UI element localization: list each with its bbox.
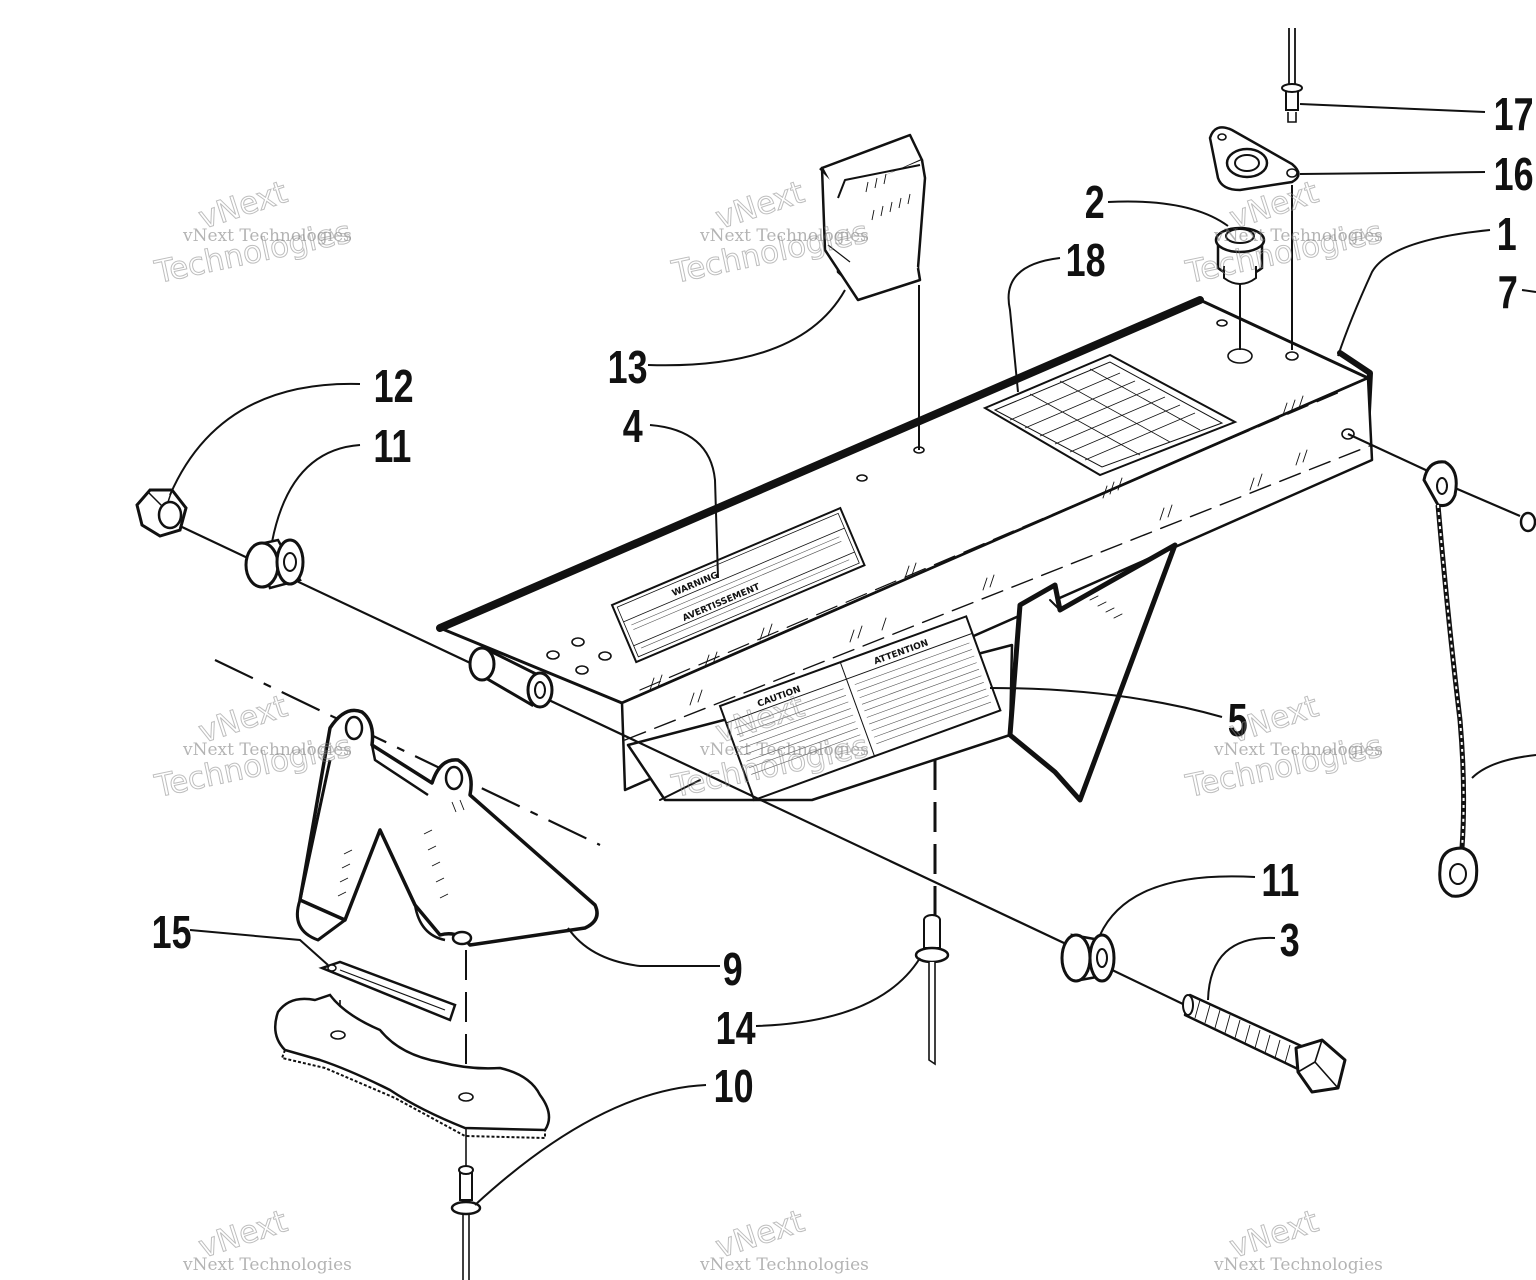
part-11-spacer-b — [1060, 933, 1116, 983]
svg-text:vNext Technologies: vNext Technologies — [1213, 740, 1383, 760]
callout-18: 18 — [1066, 235, 1106, 286]
leader-lines — [169, 103, 1536, 1206]
svg-text:vNext Technologies: vNext Technologies — [182, 1255, 352, 1275]
callout-17: 17 — [1494, 89, 1534, 140]
callout-13: 13 — [608, 342, 648, 393]
decal-caution: CAUTION ATTENTION — [718, 615, 1002, 802]
watermark-3: vNext Technologies vNext Technologies — [1182, 174, 1386, 292]
leader-15 — [189, 929, 329, 966]
svg-text:vNext Technologies: vNext Technologies — [699, 1255, 869, 1275]
watermark-1: vNext Technologies vNext Technologies — [151, 174, 355, 292]
leader-14 — [755, 957, 921, 1027]
watermarks: vNext Technologies vNext Technologies vN… — [151, 174, 1386, 1275]
callout-numbers: 17 16 2 1 7 18 13 4 12 11 5 11 3 9 15 14… — [152, 89, 1534, 1112]
part-10-rivet — [450, 1165, 482, 1280]
part-2-grommet — [1214, 226, 1266, 285]
leader-7 — [1521, 289, 1536, 293]
decal-chart — [982, 353, 1238, 477]
part-3-bolt — [1182, 993, 1347, 1094]
leader-1 — [1337, 229, 1491, 357]
part-16-plate — [1208, 126, 1300, 192]
leader-13 — [647, 289, 846, 367]
callout-5: 5 — [1228, 695, 1248, 746]
part-12-nut — [135, 488, 188, 538]
leader-11b — [1099, 875, 1256, 936]
leader-16 — [1299, 171, 1486, 175]
svg-text:vNext Technologies: vNext Technologies — [182, 740, 352, 760]
leader-3 — [1207, 936, 1276, 1001]
part-11-spacer-a — [244, 538, 305, 590]
frame-weld-marks — [649, 395, 1308, 706]
part-17-rivet — [1281, 28, 1303, 123]
tether-cable — [1422, 460, 1536, 898]
assembly-axis-lines — [181, 185, 1521, 1168]
frame-holes — [546, 319, 1355, 675]
leader-4 — [649, 424, 719, 579]
callout-11-lower: 11 — [1261, 855, 1299, 906]
leader-18 — [1007, 257, 1061, 393]
callout-2: 2 — [1085, 177, 1105, 228]
spacer-tube — [468, 646, 554, 709]
callout-9: 9 — [723, 944, 743, 995]
callout-11-upper: 11 — [373, 421, 411, 472]
leader-2 — [1107, 200, 1229, 227]
floor-section — [273, 993, 551, 1140]
callout-14: 14 — [716, 1003, 756, 1054]
svg-text:vNext Technologies: vNext Technologies — [1213, 226, 1383, 246]
watermark-7: vNext Technologies vNext — [182, 1203, 352, 1275]
callout-7: 7 — [1498, 267, 1518, 318]
callout-12: 12 — [374, 361, 414, 412]
svg-text:vNext Technologies: vNext Technologies — [699, 740, 869, 760]
callout-10: 10 — [714, 1061, 754, 1112]
callout-15: 15 — [152, 907, 192, 958]
part-14-rivet — [914, 914, 950, 1066]
frame-rear-bracket — [1007, 542, 1178, 803]
svg-text:vNext Technologies: vNext Technologies — [1213, 1255, 1383, 1275]
callout-1: 1 — [1497, 209, 1517, 260]
leader-11a — [271, 444, 361, 543]
watermark-9: vNext Technologies vNext — [1213, 1203, 1383, 1275]
leader-12 — [169, 382, 361, 496]
part-9-hitch-bracket — [295, 708, 599, 947]
leader-17 — [1299, 103, 1486, 113]
callout-3: 3 — [1280, 915, 1300, 966]
part-15-strap — [318, 960, 457, 1022]
callout-16: 16 — [1494, 149, 1534, 200]
svg-text:vNext Technologies: vNext Technologies — [699, 226, 869, 246]
leader-10 — [474, 1084, 707, 1206]
svg-text:vNext Technologies: vNext Technologies — [182, 226, 352, 246]
leader-9 — [567, 927, 720, 967]
leader-5 — [989, 687, 1223, 718]
callout-4: 4 — [623, 401, 643, 452]
leader-cable — [1471, 754, 1536, 779]
watermark-6: vNext Technologies vNext Technologies — [1182, 688, 1386, 806]
watermark-8: vNext Technologies vNext — [699, 1203, 869, 1275]
part-13-clip — [819, 133, 927, 302]
